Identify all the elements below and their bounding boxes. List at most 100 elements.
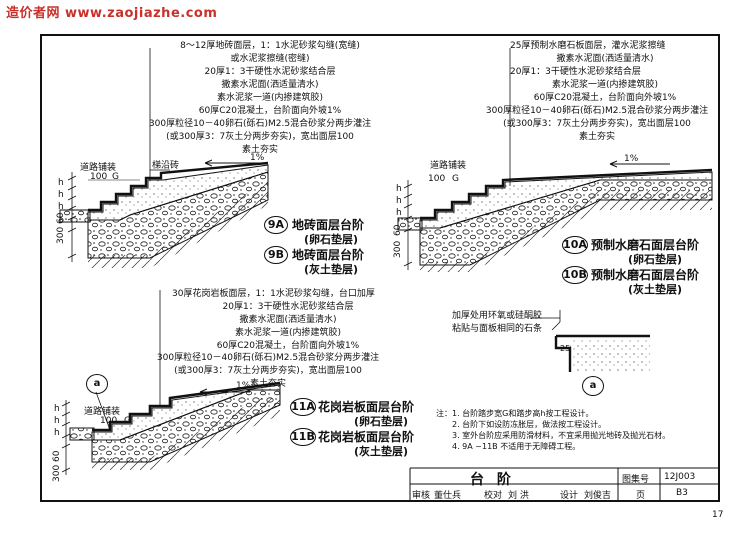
- note-item: 2. 台阶下如设防冻胀层，做法按工程设计。: [452, 420, 607, 429]
- note-item: 3. 室外台阶应采用防滑材料，不宜采用抛光地砖及抛光石材。: [452, 431, 671, 440]
- layer-line: (或300厚3：7灰土分两步夯实)，宽出面层100: [174, 366, 362, 376]
- layer-line: 60厚C20混凝土，台阶面向外坡1%: [216, 341, 360, 351]
- section-11-layers: 30厚花岗岩板面层，1：1水泥砂浆勾缝，台口加厚 20厚1：3干硬性水泥砂浆结合…: [168, 288, 408, 353]
- section-9-layers-base: 300厚粒径10－40卵石(砾石)M2.5混合砂浆分两步灌注 (或300厚3：7…: [140, 118, 380, 157]
- variant-code-11B: 11B: [290, 428, 316, 446]
- section-10-layers-base: 300厚粒径10－40卵石(砾石)M2.5混合砂浆分两步灌注 (或300厚3：7…: [482, 105, 712, 144]
- atlas-number: 12J003: [664, 472, 696, 482]
- layer-line: 300厚粒径10－40卵石(砾石)M2.5混合砂浆分两步灌注: [485, 106, 709, 116]
- dim-h-11: h: [54, 404, 60, 414]
- variant-sub-10B: (灰土垫层): [628, 283, 683, 296]
- section-11-layers-base: 300厚粒径10－40卵石(砾石)M2.5混合砂浆分两步灌注 (或300厚3：7…: [148, 352, 388, 391]
- layer-line: 300厚粒径10－40卵石(砾石)M2.5混合砂浆分两步灌注: [148, 119, 372, 129]
- variant-sub-9B: (灰土垫层): [304, 263, 359, 276]
- layer-line: 8～12厚地砖面层，1：1水泥砂浆勾缝(宽缝): [180, 41, 360, 51]
- note-item: 1. 台阶踏步宽G和踏步高h按工程设计。: [452, 409, 594, 418]
- dim-100-11: 100: [100, 416, 118, 426]
- layer-line: 撒素水泥面(洒适量清水): [221, 80, 319, 90]
- layer-line: 300厚粒径10－40卵石(砾石)M2.5混合砂浆分两步灌注: [156, 353, 380, 363]
- detail-a-text: 加厚处用环氧或硅酮胶 粘贴与面板相同的石条: [452, 310, 542, 336]
- dim-300-11: 300: [52, 464, 62, 482]
- sheet-page: B3: [676, 488, 688, 498]
- road-label-11: 道路铺装: [84, 407, 121, 417]
- watermark: 造价者网 www.zaojiazhe.com: [6, 6, 218, 21]
- dim-60-9: 60: [56, 212, 66, 224]
- detail-a-label: a: [582, 376, 604, 396]
- concrete-layer-9: [87, 164, 269, 221]
- layer-line: 素水泥浆一道(内掺建筑胶): [234, 328, 342, 338]
- layer-line: 素水泥浆一道(内掺建筑胶): [551, 80, 659, 90]
- detail-a-line: 加厚处用环氧或硅酮胶: [452, 311, 543, 321]
- variant-sub-10A: (卵石垫层): [628, 253, 683, 266]
- slope-label-11: 1%: [236, 381, 251, 391]
- dim-G-9: G: [112, 172, 119, 182]
- dim-300-9: 300: [56, 226, 66, 244]
- layer-line: 撒素水泥面(洒适量清水): [239, 315, 337, 325]
- layer-line: 60厚C20混凝土，台阶面向外坡1%: [533, 93, 677, 103]
- dim-h-11: h: [54, 416, 60, 426]
- variant-title-11A: 花岗岩板面层台阶: [318, 400, 415, 414]
- dim-h-10: h: [396, 196, 402, 206]
- stair-section-9: [59, 48, 269, 268]
- step-finish-9: [88, 161, 269, 212]
- page-number: 17: [712, 510, 724, 520]
- dim-300-10: 300: [393, 240, 403, 258]
- dim-100-9: 100: [90, 172, 108, 182]
- layer-line: 素土夯实: [241, 145, 278, 155]
- slope-label-9: 1%: [250, 153, 265, 163]
- page-label: 页: [636, 491, 646, 501]
- variant-code-11A: 11A: [290, 398, 316, 416]
- road-label-10: 道路铺装: [430, 161, 467, 171]
- step-finish-10: [420, 168, 713, 220]
- title-block-lines: [409, 467, 718, 500]
- layer-line: 撒素水泥面(洒适量清水): [556, 54, 654, 64]
- road-paving-11: [69, 427, 95, 441]
- review-label: 审核: [412, 491, 431, 501]
- layer-line: 60厚C20混凝土，台阶面向外坡1%: [198, 106, 342, 116]
- section-9-layers: 8～12厚地砖面层，1：1水泥砂浆勾缝(宽缝) 或水泥浆擦缝(密缝) 20厚1：…: [160, 40, 380, 118]
- atlas-label: 图集号: [622, 475, 650, 485]
- variant-title-10B: 预制水磨石面层台阶: [591, 268, 700, 282]
- dim-60-11: 60: [52, 450, 62, 462]
- detail-ref-leader: [95, 391, 111, 431]
- variant-code-10B: 10B: [562, 266, 588, 284]
- checker-name: 刘 洪: [508, 491, 529, 501]
- layer-line: 20厚1：3干硬性水泥砂浆结合层: [510, 67, 641, 77]
- layer-line: 20厚1：3干硬性水泥砂浆结合层: [222, 302, 354, 312]
- variant-title-9A: 地砖面层台阶: [292, 218, 365, 232]
- drawing-sheet: [40, 34, 720, 502]
- concrete-layer-11: [91, 384, 281, 441]
- reviewer-name: 董仕兵: [434, 491, 462, 501]
- variant-code-9A: 9A: [264, 216, 288, 234]
- design-label: 设计: [560, 491, 579, 501]
- concrete-layer-10: [419, 171, 713, 229]
- variant-code-9B: 9B: [264, 246, 288, 264]
- notes-prefix: 注：: [436, 409, 452, 418]
- detail-a-drawing: [530, 310, 650, 372]
- section-10-layers: 25厚预制水磨石板面层，灌水泥浆擦缝 撒素水泥面(洒适量清水) 20厚1：3干硬…: [510, 40, 700, 105]
- layer-line: 或水泥浆擦缝(密缝): [230, 54, 310, 64]
- slope-label-10: 1%: [624, 154, 639, 164]
- detail-ref-a: a: [86, 374, 108, 394]
- dim-60-10: 60: [393, 224, 403, 236]
- dim-100-10: 100: [428, 174, 446, 184]
- stair-section-10: [397, 48, 713, 272]
- stair-section-11: [61, 290, 281, 475]
- variant-title-9B: 地砖面层台阶: [292, 248, 365, 262]
- leader-line-9: [149, 48, 170, 180]
- variant-code-10A: 10A: [562, 236, 588, 254]
- dim-h-10: h: [396, 208, 402, 218]
- dim-h-9: h: [58, 178, 64, 188]
- road-paving-9: [59, 209, 91, 223]
- layer-line: 素水泥浆一道(内掺建筑胶): [216, 93, 324, 103]
- layer-line: 25厚预制水磨石板面层，灌水泥浆擦缝: [510, 41, 666, 51]
- variant-sub-11B: (灰土垫层): [354, 445, 409, 458]
- layer-line: (或300厚3：7灰土分两步夯实)，宽出面层100: [503, 119, 691, 129]
- variant-title-10A: 预制水磨石面层台阶: [591, 238, 700, 252]
- layer-line: 30厚花岗岩板面层，1：1水泥砂浆勾缝，台口加厚: [172, 289, 375, 299]
- dim-h-10: h: [396, 184, 402, 194]
- layer-line: 素土夯实: [578, 132, 615, 142]
- notes-list: 1. 台阶踏步宽G和踏步高h按工程设计。 2. 台阶下如设防冻胀层，做法按工程设…: [452, 408, 670, 452]
- step-finish-11: [92, 381, 281, 432]
